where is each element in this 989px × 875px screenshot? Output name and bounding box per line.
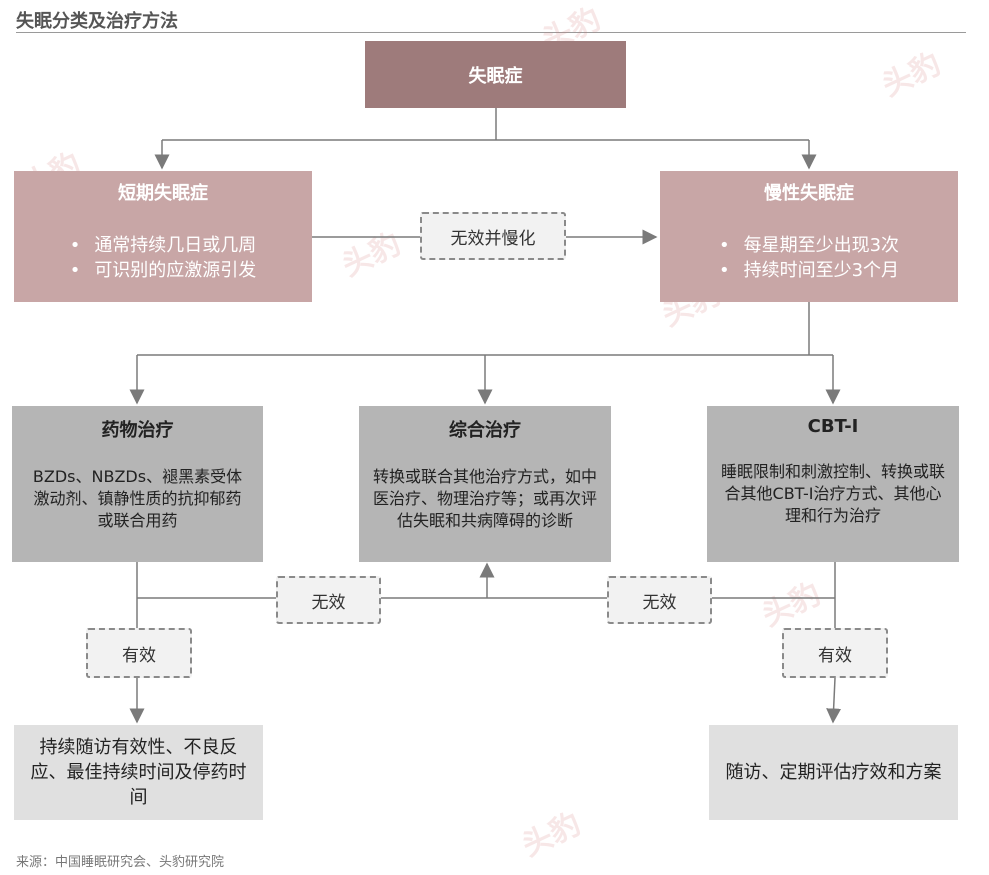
source-note: 来源：中国睡眠研究会、头豹研究院 — [16, 855, 225, 870]
transition-label-ineffective-worsened: 无效并慢化 — [420, 212, 566, 260]
outcome-node-left: 持续随访有效性、不良反应、最佳持续时间及停药时间 — [14, 725, 263, 820]
chronic-bullets: 每星期至少出现3次 持续时间至少3个月 — [660, 233, 958, 283]
effective-label-left: 有效 — [86, 628, 192, 678]
title-divider — [16, 32, 966, 33]
short-term-heading: 短期失眠症 — [118, 183, 208, 204]
ineffective-label-right: 无效 — [607, 576, 712, 624]
root-node-insomnia: 失眠症 — [365, 41, 626, 108]
treatment-heading: 药物治疗 — [101, 420, 174, 441]
treatment-description: 转换或联合其他治疗方式，如中医治疗、物理治疗等；或再次评估失眠和共病障碍的诊断 — [373, 467, 598, 530]
treatment-node-combined: 综合治疗 转换或联合其他治疗方式，如中医治疗、物理治疗等；或再次评估失眠和共病障… — [359, 406, 611, 562]
ineffective-label-left: 无效 — [276, 576, 381, 624]
chronic-bullet: 持续时间至少3个月 — [660, 258, 958, 283]
short-term-bullet: 通常持续几日或几周 — [14, 233, 312, 258]
treatment-node-cbt-i: CBT-I 睡眠限制和刺激控制、转换或联合其他CBT-I治疗方式、其他心理和行为… — [707, 406, 959, 562]
effective-label-right: 有效 — [782, 628, 888, 678]
treatment-description: BZDs、NBZDs、褪黑素受体激动剂、镇静性质的抗抑郁药或联合用药 — [32, 467, 243, 530]
chronic-heading: 慢性失眠症 — [764, 183, 854, 204]
treatment-heading: 综合治疗 — [449, 420, 521, 441]
short-term-bullets: 通常持续几日或几周 可识别的应激源引发 — [14, 233, 312, 283]
treatment-node-medication: 药物治疗 BZDs、NBZDs、褪黑素受体激动剂、镇静性质的抗抑郁药或联合用药 — [12, 406, 263, 562]
chronic-bullet: 每星期至少出现3次 — [660, 233, 958, 258]
treatment-heading: CBT-I — [807, 416, 859, 437]
short-term-insomnia-node: 短期失眠症 通常持续几日或几周 可识别的应激源引发 — [14, 171, 312, 302]
treatment-description: 睡眠限制和刺激控制、转换或联合其他CBT-I治疗方式、其他心理和行为治疗 — [721, 462, 946, 525]
diagram-title: 失眠分类及治疗方法 — [16, 11, 178, 32]
chronic-insomnia-node: 慢性失眠症 每星期至少出现3次 持续时间至少3个月 — [660, 171, 958, 302]
short-term-bullet: 可识别的应激源引发 — [14, 258, 312, 283]
outcome-node-right: 随访、定期评估疗效和方案 — [709, 725, 958, 820]
